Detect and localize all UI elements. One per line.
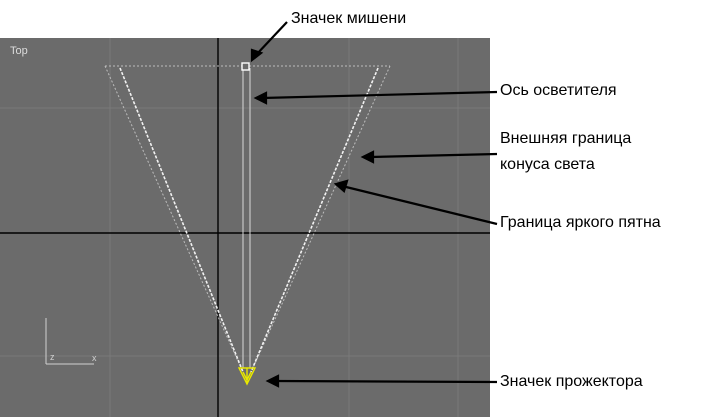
callout-light-axis: Ось осветителя	[500, 82, 617, 99]
gizmo-z-label: z	[50, 352, 55, 362]
spotlight-icon[interactable]	[237, 367, 257, 386]
callout-outer-cone-line2: конуса света	[500, 156, 595, 173]
world-axes	[0, 38, 490, 417]
callout-target-icon: Значек мишени	[291, 10, 407, 27]
target-icon[interactable]	[241, 62, 250, 71]
axis-gizmo	[45, 318, 94, 365]
viewport-label[interactable]: Top	[10, 45, 28, 57]
viewport[interactable]	[0, 38, 490, 417]
viewport-grid	[0, 38, 490, 417]
gizmo-x-label: x	[92, 353, 97, 363]
outer-cone[interactable]	[104, 65, 391, 371]
callout-spotlight-icon: Значек прожектора	[500, 373, 643, 390]
light-axis-line[interactable]	[242, 68, 251, 368]
hotspot-cone[interactable]	[119, 67, 379, 373]
callout-arrows	[250, 21, 498, 388]
callout-hotspot: Граница яркого пятна	[500, 214, 661, 231]
callout-outer-cone-line1: Внешняя граница	[500, 130, 632, 147]
